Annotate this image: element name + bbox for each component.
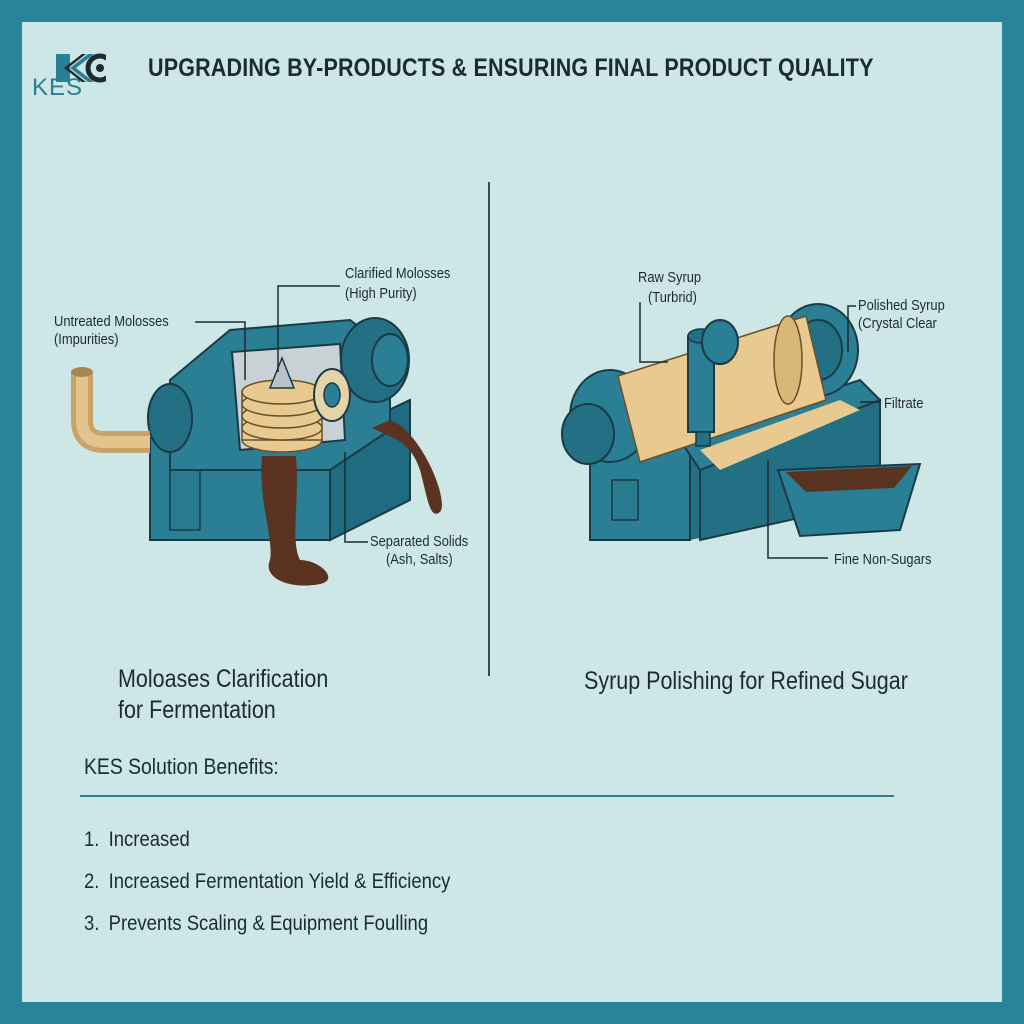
label-raw-syrup: Raw Syrup xyxy=(638,269,702,286)
page-title: UPGRADING BY-PRODUCTS & ENSURING FINAL P… xyxy=(148,54,874,82)
kes-logo-icon xyxy=(56,53,106,83)
logo-text: KES xyxy=(32,74,84,101)
label-untreated-impurities: (Impurities) xyxy=(54,331,119,348)
benefits-divider xyxy=(80,795,894,797)
label-clarified-molasses: Clarified Molosses xyxy=(345,265,451,282)
benefit-item: 2.Increased Fermentation Yield & Efficie… xyxy=(84,870,451,893)
benefit-item: 1.Increased xyxy=(84,828,190,851)
label-untreated-molasses: Untreated Molosses xyxy=(54,313,169,330)
panel-divider xyxy=(488,182,490,676)
caption-for-fermentation: for Fermentation xyxy=(118,696,276,724)
label-polished-syrup: Polished Syrup xyxy=(858,297,945,314)
label-separated-solids: Separated Solids xyxy=(370,533,469,550)
label-clarified-purity: (High Purity) xyxy=(345,285,417,302)
caption-molasses-clarification: Moloases Clarification xyxy=(118,665,329,693)
label-polished-syrup-clear: (Crystal Clear xyxy=(858,315,937,332)
polisher-machine-illustration xyxy=(561,303,922,542)
label-fine-non-sugars: Fine Non-Sugars xyxy=(834,551,932,568)
caption-syrup-polishing: Syrup Polishing for Refined Sugar xyxy=(584,667,908,695)
label-separated-ash-salts: (Ash, Salts) xyxy=(386,551,453,568)
label-raw-syrup-turbid: (Turbrid) xyxy=(648,289,697,306)
label-filtrate: Filtrate xyxy=(884,395,924,412)
benefit-item: 3.Prevents Scaling & Equipment Foulling xyxy=(84,912,429,935)
benefits-title: KES Solution Benefits: xyxy=(84,754,279,779)
